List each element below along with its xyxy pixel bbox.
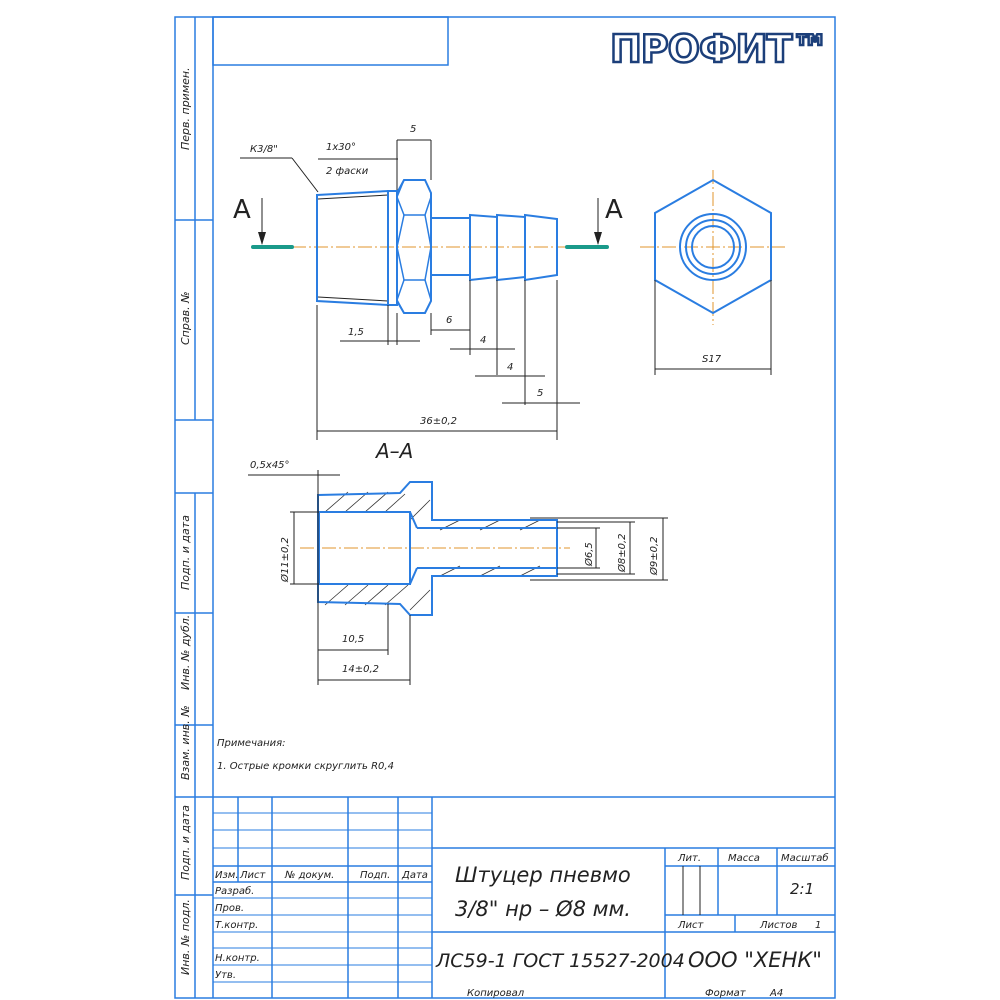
label: 1х30°: [326, 142, 356, 153]
label: A: [233, 195, 251, 225]
label: Дата: [401, 870, 428, 881]
scale-value: 2:1: [790, 880, 814, 898]
label: 14±0,2: [342, 664, 379, 675]
label: 4: [507, 362, 513, 373]
label: 1. Острые кромки скруглить R0,4: [217, 761, 394, 772]
side-label: Взам. инв. №: [179, 705, 192, 780]
label: Листов: [759, 920, 797, 931]
side-label: Инв. № дубл.: [179, 615, 192, 690]
label: 1: [815, 920, 821, 931]
label: Примечания:: [217, 738, 286, 749]
side-label: Инв. № подл.: [179, 899, 192, 975]
label: Т.контр.: [215, 920, 258, 931]
side-view: S17: [640, 170, 785, 375]
label: Разраб.: [215, 885, 254, 897]
side-label: Перв. примен.: [179, 67, 192, 150]
profit-logo: ПРОФИТ™: [609, 26, 831, 73]
label: 36±0,2: [420, 416, 457, 427]
label: Ø8±0,2: [616, 533, 628, 573]
label: 6: [446, 315, 452, 326]
label: Изм.: [215, 870, 239, 881]
label: Ø6,5: [583, 542, 595, 567]
side-label: Справ. №: [179, 291, 192, 345]
side-label: Подп. и дата: [179, 805, 192, 880]
label: Лист: [677, 920, 705, 931]
label: 4: [480, 335, 486, 346]
label: S17: [702, 354, 722, 365]
part-spec: 3/8" нр – Ø8 мм.: [455, 897, 631, 921]
section-view: А–А 0,5х45° Ø11±0,2 Ø6,5 Ø8±0,2 Ø9±0,2 1…: [248, 439, 668, 685]
side-label: Подп. и дата: [179, 515, 192, 590]
label: ПРОФИТ™: [610, 27, 828, 71]
label: № докум.: [284, 870, 334, 881]
label: 5: [537, 388, 543, 399]
label: Масштаб: [781, 852, 829, 864]
label: Лист: [239, 870, 267, 881]
label: 5: [410, 124, 416, 135]
label: 10,5: [342, 634, 364, 645]
label: Формат: [705, 988, 747, 999]
label: К3/8": [250, 144, 278, 155]
material: ЛС59-1 ГОСТ 15527-2004: [435, 950, 685, 972]
label: Ø11±0,2: [279, 537, 291, 583]
label: А–А: [374, 439, 413, 463]
label: Ø9±0,2: [648, 536, 660, 576]
drawing-frame: [174, 16, 836, 999]
label: Подп.: [360, 870, 390, 881]
notes: Примечания: 1. Острые кромки скруглить R…: [217, 738, 394, 772]
label: Утв.: [215, 970, 236, 981]
company: ООО "ХЕНК": [688, 948, 822, 972]
label: Лит.: [677, 853, 701, 864]
label: 1,5: [348, 327, 364, 338]
label: Масса: [728, 853, 760, 864]
label: A: [605, 195, 623, 225]
label: Н.контр.: [215, 953, 260, 964]
side-labels: Перв. примен. Справ. № Подп. и дата Инв.…: [179, 67, 192, 975]
label: Пров.: [215, 903, 244, 914]
label: Копировал: [467, 988, 525, 999]
label: 2 фаски: [326, 166, 369, 177]
label: А4: [769, 988, 783, 999]
main-view: A A К3/8" 1х30° 2 фаски 5 1,5 6 4 4: [233, 124, 623, 440]
part-name: Штуцер пневмо: [455, 863, 631, 887]
title-block: Изм. Лист № докум. Подп. Дата Разраб. Пр…: [213, 796, 835, 999]
label: 0,5х45°: [250, 460, 290, 471]
